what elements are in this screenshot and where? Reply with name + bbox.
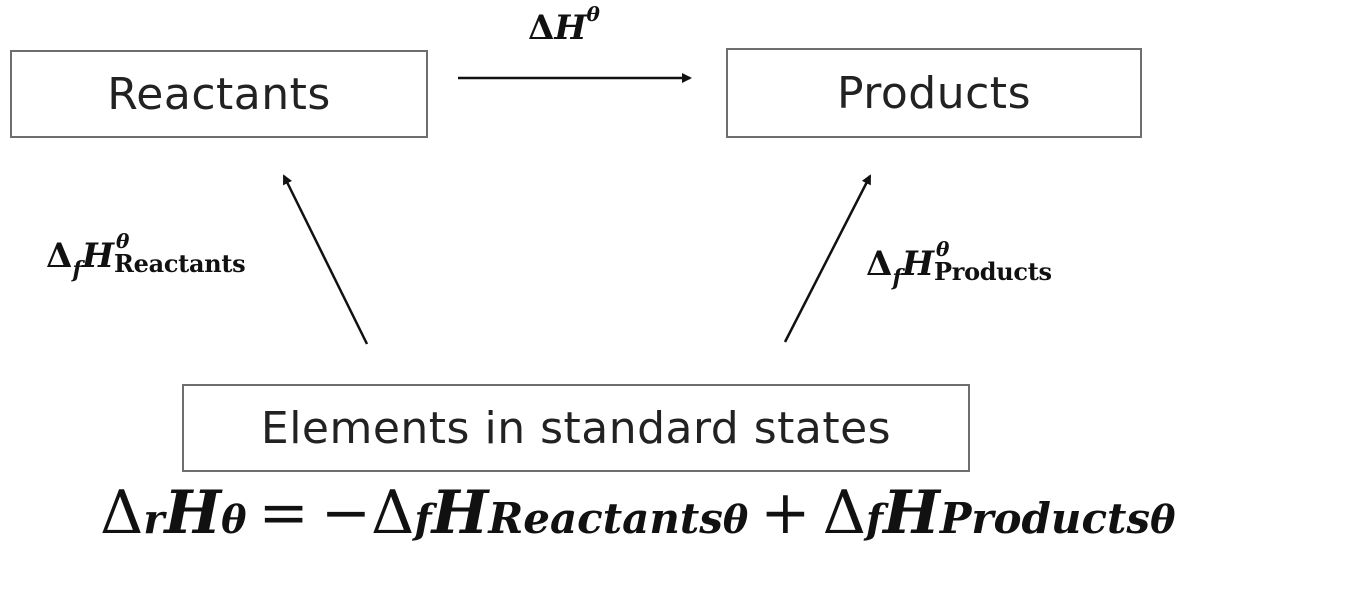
lhs-enthalpy: H — [164, 478, 222, 548]
term2-delta: Δ — [822, 478, 866, 548]
lhs-superscript: θ — [221, 497, 247, 542]
reactants-subscript: Reactants — [113, 249, 246, 278]
products-box: Products — [726, 48, 1142, 138]
products-label: Products — [837, 67, 1031, 119]
reaction-enthalpy-label: ΔHθ — [528, 4, 600, 48]
enthalpy-symbol: H — [81, 236, 114, 276]
term2-subscript: f — [865, 496, 884, 543]
elements-label: Elements in standard states — [260, 402, 892, 454]
lhs-delta: Δ — [100, 478, 144, 548]
term1-subscript: f — [414, 496, 432, 543]
enthalpy-symbol: H — [554, 8, 587, 48]
equals-sign: = — [258, 478, 309, 548]
delta-symbol: Δ — [866, 244, 893, 284]
elements-box: Elements in standard states — [182, 384, 970, 472]
delta-symbol: Δ — [528, 8, 555, 48]
plus-sign: + — [760, 478, 811, 548]
standard-superscript: θ — [935, 237, 950, 261]
formation-subscript: f — [892, 265, 902, 291]
term2-superscript: θ — [1150, 497, 1176, 542]
products-subscript: Products — [933, 257, 1052, 286]
term1-enthalpy: H — [431, 478, 489, 548]
delta-symbol: Δ — [46, 236, 73, 276]
minus-sign: − — [320, 478, 372, 548]
formation-subscript: f — [72, 257, 82, 283]
term1-superscript: θ — [722, 497, 749, 542]
elements-to-products-arrow — [783, 174, 872, 343]
enthalpy-symbol: H — [901, 244, 934, 284]
standard-superscript: θ — [586, 2, 600, 26]
reactants-label: Reactants — [107, 68, 331, 120]
elements-to-reactants-arrow — [282, 174, 369, 345]
reactants-box: Reactants — [10, 50, 428, 138]
term2-enthalpy: H — [883, 478, 940, 548]
standard-superscript: θ — [115, 229, 130, 253]
term2-word: Products — [939, 494, 1151, 543]
term1-word: Reactants — [488, 494, 723, 543]
term1-delta: Δ — [371, 478, 415, 548]
lhs-subscript: r — [143, 496, 165, 543]
